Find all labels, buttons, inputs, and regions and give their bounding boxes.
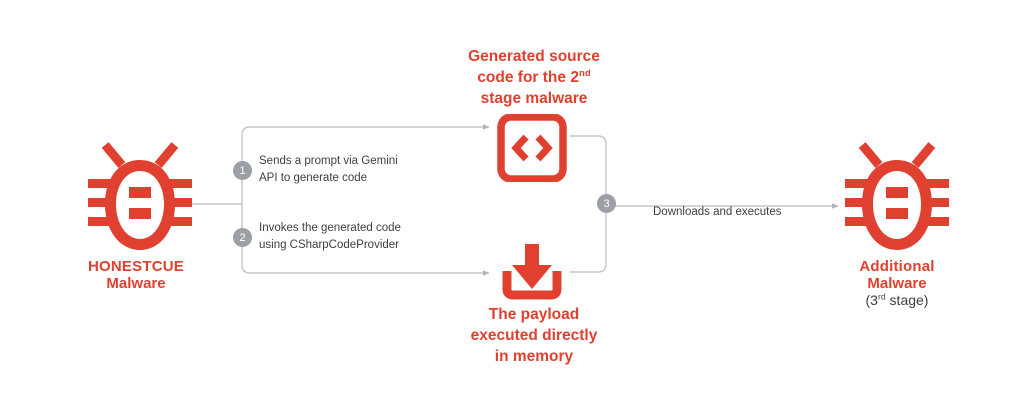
generated-code-heading-line3: stage malware [480,89,588,107]
edge-step-2 [241,204,490,276]
payload-heading: The payload executed directly in memory [404,305,664,368]
payload-heading-line3: in memory [494,347,574,365]
generated-code-heading-line2: code for the 2nd [404,68,664,89]
edge-payload-merge [570,212,607,273]
bug-icon [88,142,192,250]
step-3-description: Downloads and executes [653,206,782,218]
code-brackets-icon [497,113,567,183]
step-badge-3: 3 [597,194,616,213]
step-2-line1: Invokes the generated code [259,222,401,234]
bug-icon [845,142,949,250]
additional-malware-name-line2: Malware [867,275,927,292]
step-1-line1: Sends a prompt via Gemini [259,155,398,167]
step-badge-2: 2 [233,228,252,247]
download-icon [502,244,562,300]
generated-code-node [497,113,567,187]
generated-code-ordinal-suffix: nd [578,67,591,79]
generated-code-heading-line2-text: code for the 2 [477,68,579,86]
source-malware-name-line2: Malware [106,275,166,292]
additional-malware-stage-post: stage) [885,292,929,308]
step-2-description: Invokes the generated code using CSharpC… [259,220,449,255]
source-malware-name-line1: HONESTCUE [88,258,184,275]
source-malware-caption: HONESTCUE Malware [16,258,256,292]
additional-malware-stage: (3rd stage) [777,292,1017,308]
payload-node [497,243,567,308]
step-2-line2: using CSharpCodeProvider [259,239,399,252]
edge-step-1 [241,124,490,204]
generated-code-heading-line1: Generated source [468,48,600,65]
additional-malware-name-line1: Additional [859,258,935,275]
edge-code-merge [570,135,607,200]
generated-code-heading: Generated source code for the 2nd stage … [404,47,664,110]
step-1-description: Sends a prompt via Gemini API to generat… [259,153,449,188]
payload-heading-line1: The payload [488,306,580,323]
step-badge-1: 1 [233,161,252,180]
source-malware-node [88,140,192,263]
additional-malware-stage-pre: (3 [865,292,878,308]
additional-malware-caption: Additional Malware (3rd stage) [777,258,1017,308]
additional-malware-ordinal-suffix: rd [877,291,886,302]
additional-malware-node [845,140,949,263]
payload-heading-line2: executed directly [470,326,598,344]
step-1-line2: API to generate code [259,172,368,185]
